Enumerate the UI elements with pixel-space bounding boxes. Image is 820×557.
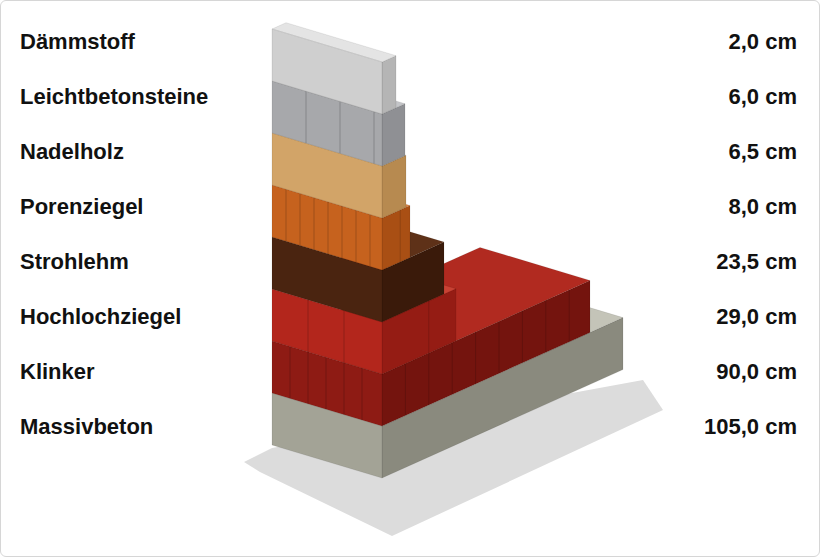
material-name: Porenziegel [20, 194, 143, 220]
material-layer [272, 23, 396, 114]
layer-side [382, 104, 405, 166]
block-joint [522, 311, 523, 363]
block-joint [328, 202, 329, 254]
block-joint [475, 332, 476, 384]
block-joint [374, 112, 375, 164]
block-joint [370, 214, 371, 266]
block-joint [308, 300, 309, 352]
thickness-value: 2,0 cm [729, 29, 798, 55]
block-joint [362, 368, 363, 420]
thickness-value: 8,0 cm [729, 194, 798, 220]
material-name: Strohlehm [20, 249, 129, 275]
block-joint [290, 346, 291, 398]
material-name: Dämmstoff [20, 29, 135, 55]
thickness-value: 6,0 cm [729, 84, 798, 110]
block-joint [314, 198, 315, 250]
thickness-value: 6,5 cm [729, 139, 798, 165]
thickness-value: 23,5 cm [716, 249, 797, 275]
layer-side [382, 56, 396, 114]
thickness-value: 90,0 cm [716, 359, 797, 385]
block-joint [400, 210, 401, 262]
block-joint [286, 189, 287, 241]
block-joint [306, 91, 307, 143]
block-joint [356, 210, 357, 262]
material-name: Nadelholz [20, 139, 124, 165]
block-joint [569, 290, 570, 342]
block-joint [428, 301, 429, 353]
block-joint [342, 206, 343, 258]
block-joint [499, 321, 500, 373]
block-joint [545, 300, 546, 352]
block-joint [452, 342, 453, 394]
material-name: Leichtbetonsteine [20, 84, 208, 110]
block-joint [344, 363, 345, 415]
block-joint [326, 357, 327, 409]
block-joint [308, 352, 309, 404]
thickness-value: 29,0 cm [716, 304, 797, 330]
layer-front [272, 29, 382, 114]
material-name: Massivbeton [20, 414, 153, 440]
block-joint [300, 193, 301, 245]
material-name: Klinker [20, 359, 95, 385]
material-name: Hochlochziegel [20, 304, 181, 330]
block-joint [428, 353, 429, 405]
block-joint [340, 101, 341, 153]
block-joint [405, 363, 406, 415]
thickness-value: 105,0 cm [704, 414, 797, 440]
block-joint [344, 311, 345, 363]
